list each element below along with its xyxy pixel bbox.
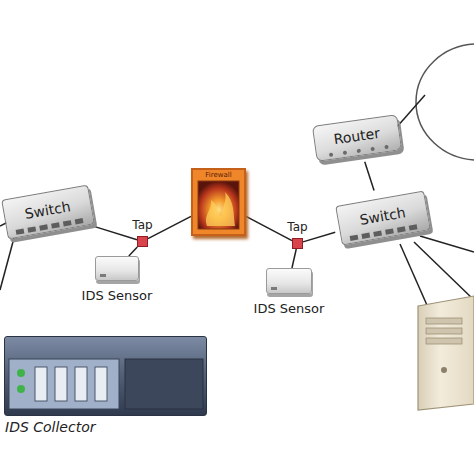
drive-bay [95,367,107,401]
network-link [365,162,374,191]
collector-label: IDS Collector [5,419,96,435]
led [100,274,106,277]
wire [420,236,474,252]
wire [414,242,474,300]
switch-node: Switch [1,185,95,240]
server-tower [418,296,474,410]
tap-node: Tap [292,238,303,249]
server-button [441,367,447,373]
port [350,235,359,241]
port [361,233,370,239]
sensor-face [267,269,313,295]
port [75,218,84,224]
network-link [95,227,137,240]
server-bay [426,318,462,324]
led [357,149,362,154]
port [63,220,72,226]
fire-panel [198,181,239,229]
tap-node: Tap [137,236,148,247]
port [385,228,394,234]
port [16,229,25,235]
switch-label: Switch [23,198,71,222]
firewall-label: Firewall [205,171,231,179]
port [51,222,60,228]
cloud-symbol [416,44,474,160]
network-link [148,216,191,238]
drive-bay [55,367,67,401]
led [17,385,25,393]
drive-bay [35,367,47,401]
front-panel [9,359,119,409]
port [373,231,382,237]
network-link [303,232,335,242]
port [27,226,36,232]
fire-graphic [193,170,244,234]
port [39,224,48,230]
port [397,226,406,232]
sensor-node: IDS Sensor [95,256,139,281]
router-node: Router [312,114,402,162]
led [370,147,375,152]
server-bay [426,328,462,334]
switch-node: Switch [335,190,431,245]
tap-label: Tap [132,218,152,232]
router-label: Router [333,125,381,147]
led [17,369,25,377]
sensor-face [96,257,140,282]
led [271,287,277,290]
server-bay [426,338,462,344]
led [384,145,389,150]
flame [206,192,235,226]
led [343,151,348,156]
drive-bay [75,367,87,401]
network-link [129,247,138,256]
sensor-label: IDS Sensor [82,288,153,303]
collector-node: IDS Collector [4,336,207,416]
switch-label: Switch [358,204,406,228]
sensor-label: IDS Sensor [254,301,325,316]
firewall-node: Firewall [191,168,246,236]
wire [0,238,14,290]
rack-front [5,337,208,417]
network-link [292,249,296,268]
wire [400,244,430,312]
server-body [418,296,474,410]
router-cloud-wire [396,95,425,128]
port [409,224,418,230]
tap-label: Tap [287,220,307,234]
sensor-node: IDS Sensor [266,268,312,294]
led [329,153,334,158]
network-link [246,216,292,240]
side-panel [125,359,203,409]
